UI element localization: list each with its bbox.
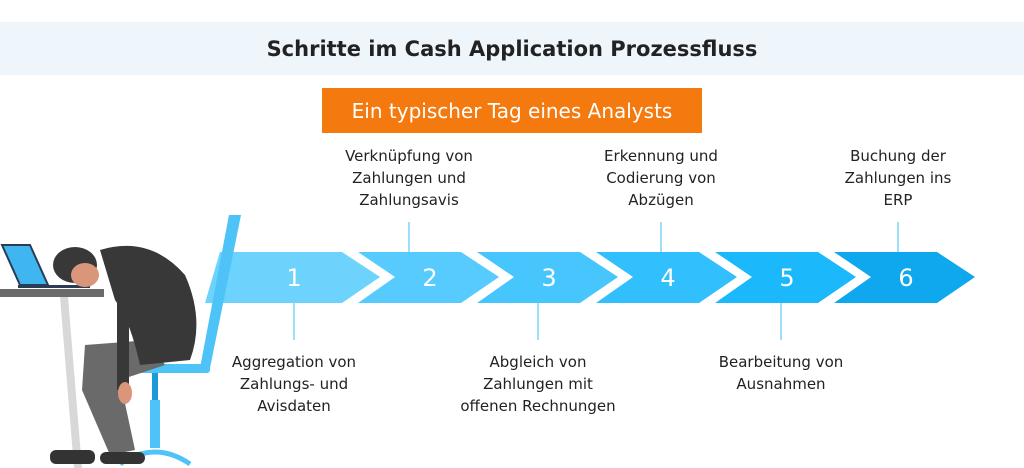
- step-chevron-1: [205, 252, 380, 303]
- step-label-line: Abgleich von: [489, 353, 587, 371]
- step-label-line: ERP: [883, 191, 913, 209]
- step-number: 4: [660, 264, 675, 292]
- step-label-line: Buchung der: [850, 147, 946, 165]
- step-label-line: Zahlungsavis: [359, 191, 459, 209]
- step-label-line: Bearbeitung von: [718, 353, 844, 371]
- step-label-line: Ausnahmen: [736, 375, 826, 393]
- step-label-line: Aggregation von: [231, 353, 357, 371]
- step-label-line: Erkennung und: [604, 147, 718, 165]
- step-number: 5: [779, 264, 794, 292]
- title-band: Schritte im Cash Application Prozessflus…: [0, 22, 1024, 75]
- page-title: Schritte im Cash Application Prozessflus…: [266, 36, 758, 61]
- step-label-line: Zahlungen und: [352, 169, 466, 187]
- step-number: 6: [898, 264, 913, 292]
- step-chevron-6: [834, 252, 975, 303]
- step-number: 1: [286, 264, 301, 292]
- step-label-line: Verknüpfung von: [345, 147, 473, 165]
- step-number: 3: [541, 264, 556, 292]
- person-at-desk-illustration: [0, 215, 241, 468]
- step-label-line: Avisdaten: [257, 397, 331, 415]
- step-number: 2: [422, 264, 437, 292]
- subtitle-banner: Ein typischer Tag eines Analysts: [322, 88, 702, 133]
- step-chevron-5: [715, 252, 856, 303]
- step-label-line: Zahlungs- und: [239, 375, 349, 393]
- step-label-line: Zahlungen mit: [483, 375, 593, 393]
- step-chevron-3: [477, 252, 618, 303]
- step-chevron-4: [596, 252, 737, 303]
- step-label-line: Abzügen: [628, 191, 694, 209]
- step-label-line: Codierung von: [606, 169, 716, 187]
- step-label-line: Zahlungen ins: [844, 169, 952, 187]
- step-label-line: offenen Rechnungen: [460, 397, 616, 415]
- step-chevron-2: [358, 252, 499, 303]
